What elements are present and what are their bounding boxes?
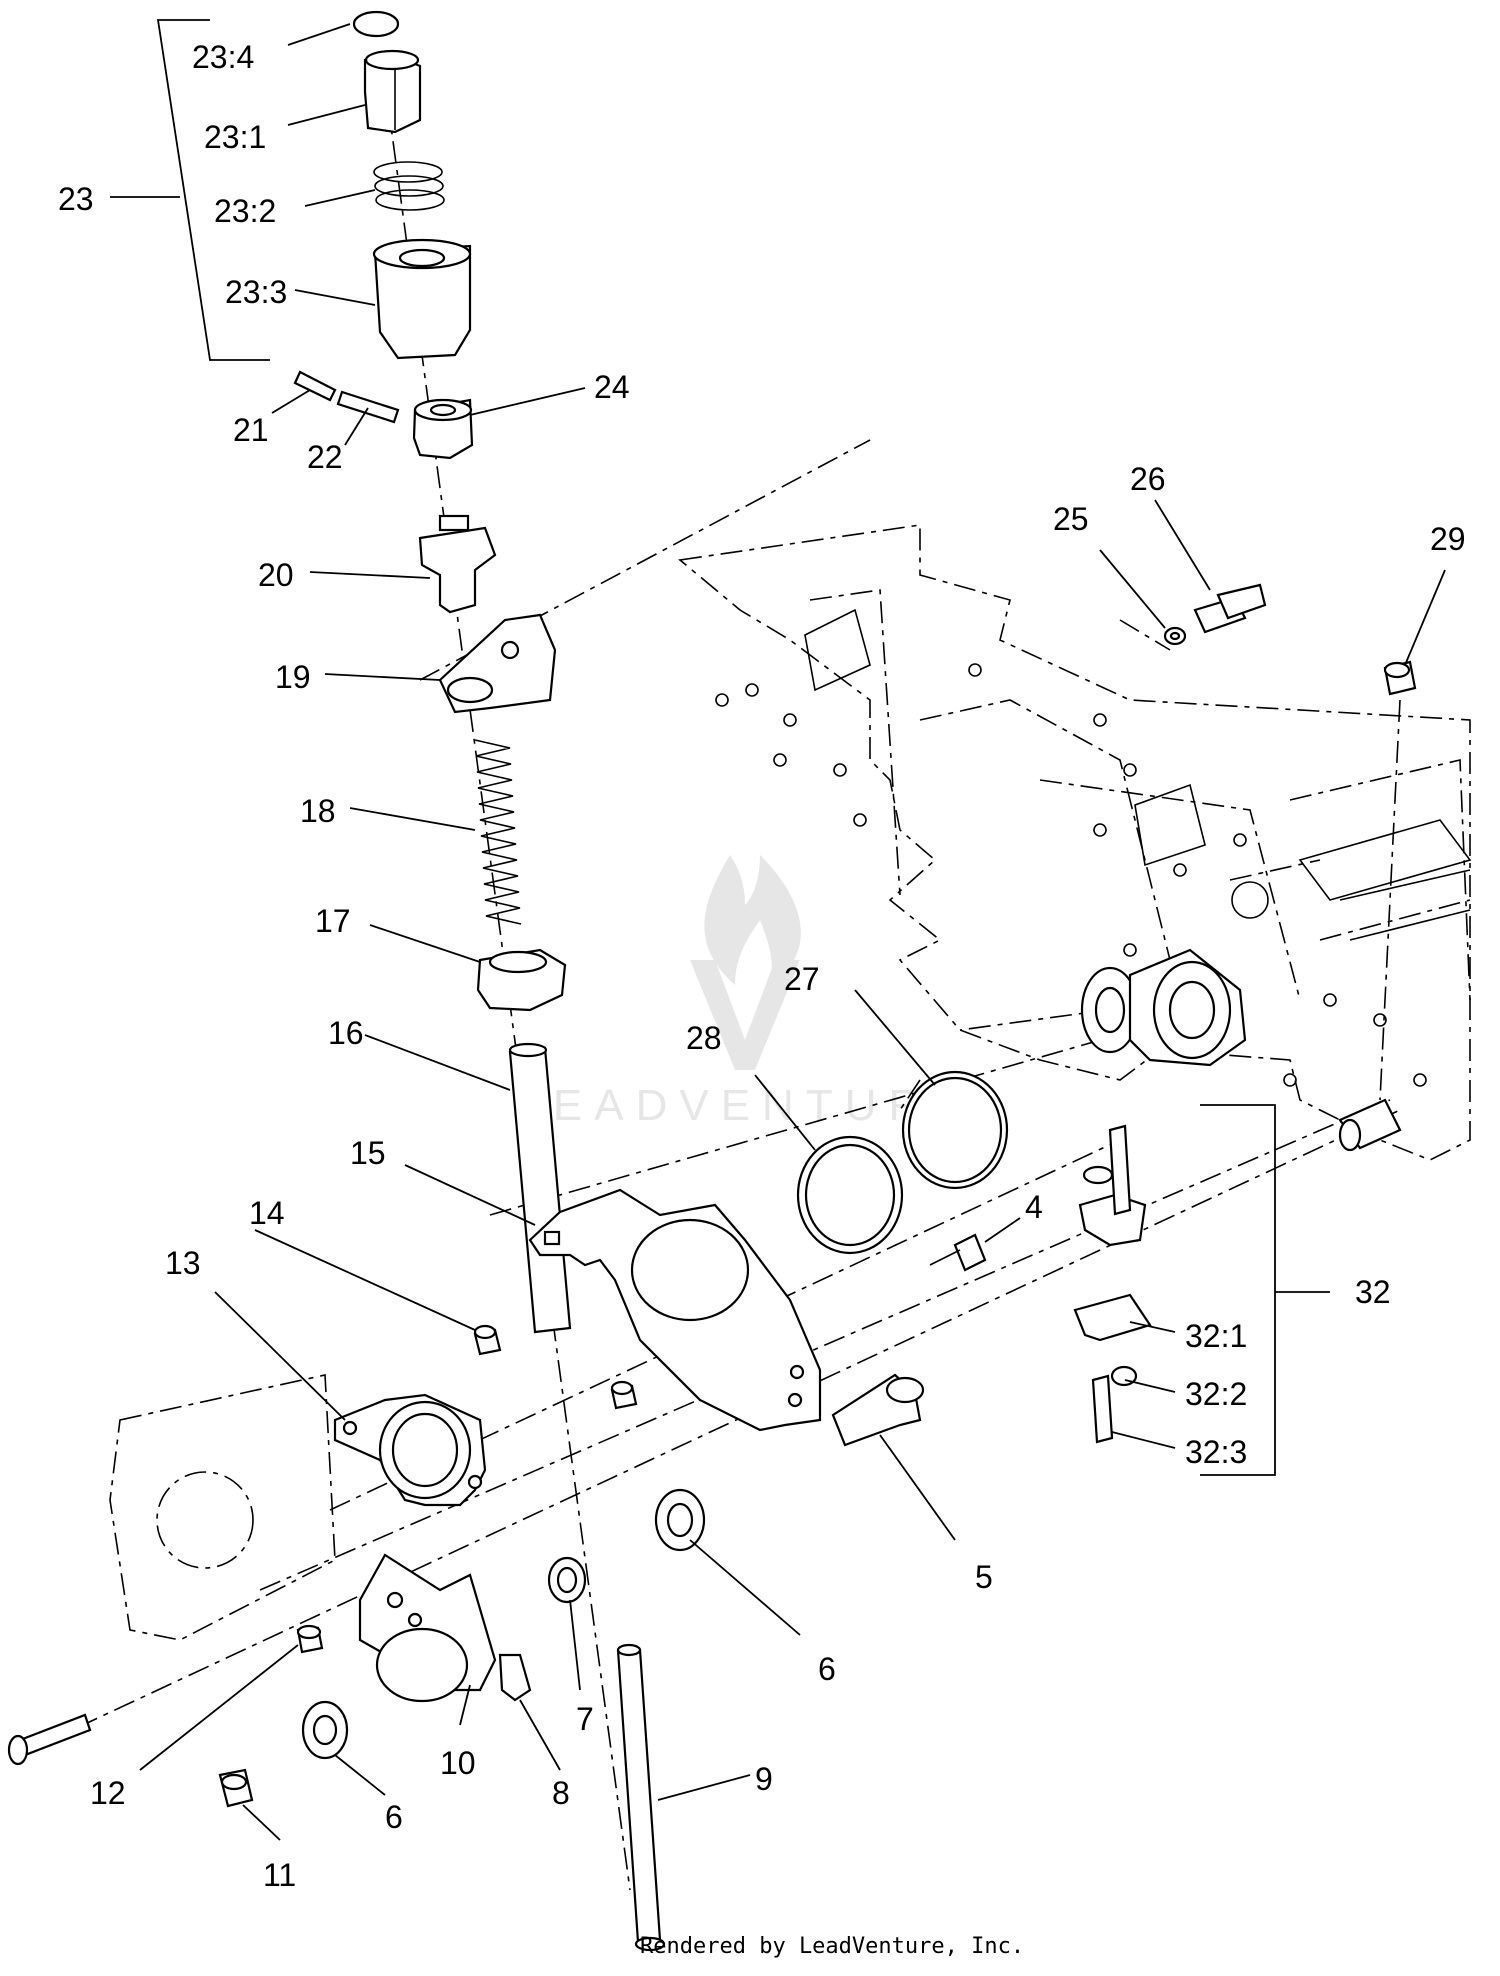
callout-7: 7: [576, 1701, 594, 1737]
callout-16: 16: [328, 1015, 364, 1051]
callout-23-4: 23:4: [192, 39, 254, 75]
part-26-bolt: [1193, 583, 1267, 634]
callout-26: 26: [1130, 461, 1166, 497]
part-4-bolt: [929, 1233, 987, 1272]
part-27-o-ring: [901, 1070, 1009, 1190]
callout-24: 24: [594, 369, 630, 405]
callout-22: 22: [307, 439, 343, 475]
frame-details: [715, 608, 1472, 1087]
part-21-pin: [293, 370, 337, 402]
part-24-collar: [412, 398, 474, 460]
callout-labels: 23:4 23:1 23 23:2 23:3 24 21 22 26 25 29…: [58, 39, 1466, 1893]
part-23-1-nut: [363, 49, 422, 134]
part-bolt-long: [7, 1713, 92, 1766]
callout-32-2: 32:2: [1185, 1376, 1247, 1412]
watermark-text: LEADVENTURE: [516, 1081, 973, 1130]
callout-8: 8: [552, 1775, 570, 1811]
bracket-32: [1200, 1104, 1276, 1476]
part-9-rod: [616, 1643, 666, 1952]
watermark: LEADVENTURE: [516, 855, 973, 1130]
callout-20: 20: [258, 557, 294, 593]
part-14-bushing: [473, 1324, 502, 1356]
callout-10: 10: [440, 1745, 476, 1781]
callout-23-1: 23:1: [204, 119, 266, 155]
part-10-arm: [358, 1553, 497, 1703]
part-25-washer: [1163, 626, 1187, 646]
part-23-2-spring: [373, 161, 445, 211]
callout-11: 11: [263, 1857, 296, 1893]
part-29-nut: [1383, 660, 1417, 696]
callout-25: 25: [1053, 501, 1089, 537]
bracket-23: [156, 19, 270, 361]
callout-27: 27: [784, 961, 820, 997]
callout-18: 18: [300, 793, 336, 829]
part-6-bearing-upper: [654, 1488, 706, 1552]
part-7-spacer: [547, 1556, 587, 1604]
part-17-hex-nut: [476, 948, 567, 1012]
callout-23: 23: [58, 181, 94, 217]
leader-lines: [110, 23, 1446, 1841]
part-23-4-cap: [352, 10, 400, 38]
callout-4: 4: [1025, 1189, 1043, 1225]
part-bushing-small: [610, 1380, 638, 1410]
callout-32-3: 32:3: [1185, 1434, 1247, 1470]
part-18-spring: [474, 739, 522, 925]
callout-21: 21: [233, 412, 269, 448]
callout-32-1: 32:1: [1185, 1318, 1247, 1354]
part-shaft-right: [1338, 1098, 1402, 1152]
callout-14: 14: [249, 1195, 285, 1231]
callout-28: 28: [686, 1020, 722, 1056]
callout-29: 29: [1430, 521, 1466, 557]
part-8-grease-fitting: [498, 1653, 532, 1702]
callout-17: 17: [315, 903, 351, 939]
callout-12: 12: [90, 1775, 126, 1811]
part-bearing-housing-right: [1080, 948, 1247, 1067]
part-11-nut: [218, 1768, 254, 1808]
callout-6b: 6: [385, 1799, 403, 1835]
callout-15: 15: [350, 1135, 386, 1171]
part-20-knob: [418, 514, 497, 614]
part-13-flange-bearing: [333, 1393, 487, 1507]
callout-9: 9: [755, 1761, 773, 1797]
part-23-3-housing: [372, 238, 472, 360]
part-15-bracket-plate: [528, 1188, 822, 1432]
callout-23-2: 23:2: [214, 193, 276, 229]
part-22-rolled-pin: [336, 390, 400, 424]
callout-32: 32: [1355, 1274, 1391, 1310]
part-28-ring: [796, 1135, 904, 1255]
part-12-nut: [296, 1624, 324, 1654]
part-16-tube: [508, 1042, 572, 1334]
render-credit: Rendered by LeadVenture, Inc.: [640, 1934, 1025, 1959]
callout-5: 5: [975, 1559, 993, 1595]
callout-19: 19: [275, 659, 311, 695]
callout-6a: 6: [818, 1651, 836, 1687]
part-19-bracket: [438, 613, 557, 714]
part-32-clamp: [1073, 1124, 1152, 1444]
callout-13: 13: [165, 1245, 201, 1281]
part-5-shaft: [831, 1373, 925, 1447]
part-6-bearing-lower: [301, 1700, 349, 1760]
callout-23-3: 23:3: [225, 274, 287, 310]
